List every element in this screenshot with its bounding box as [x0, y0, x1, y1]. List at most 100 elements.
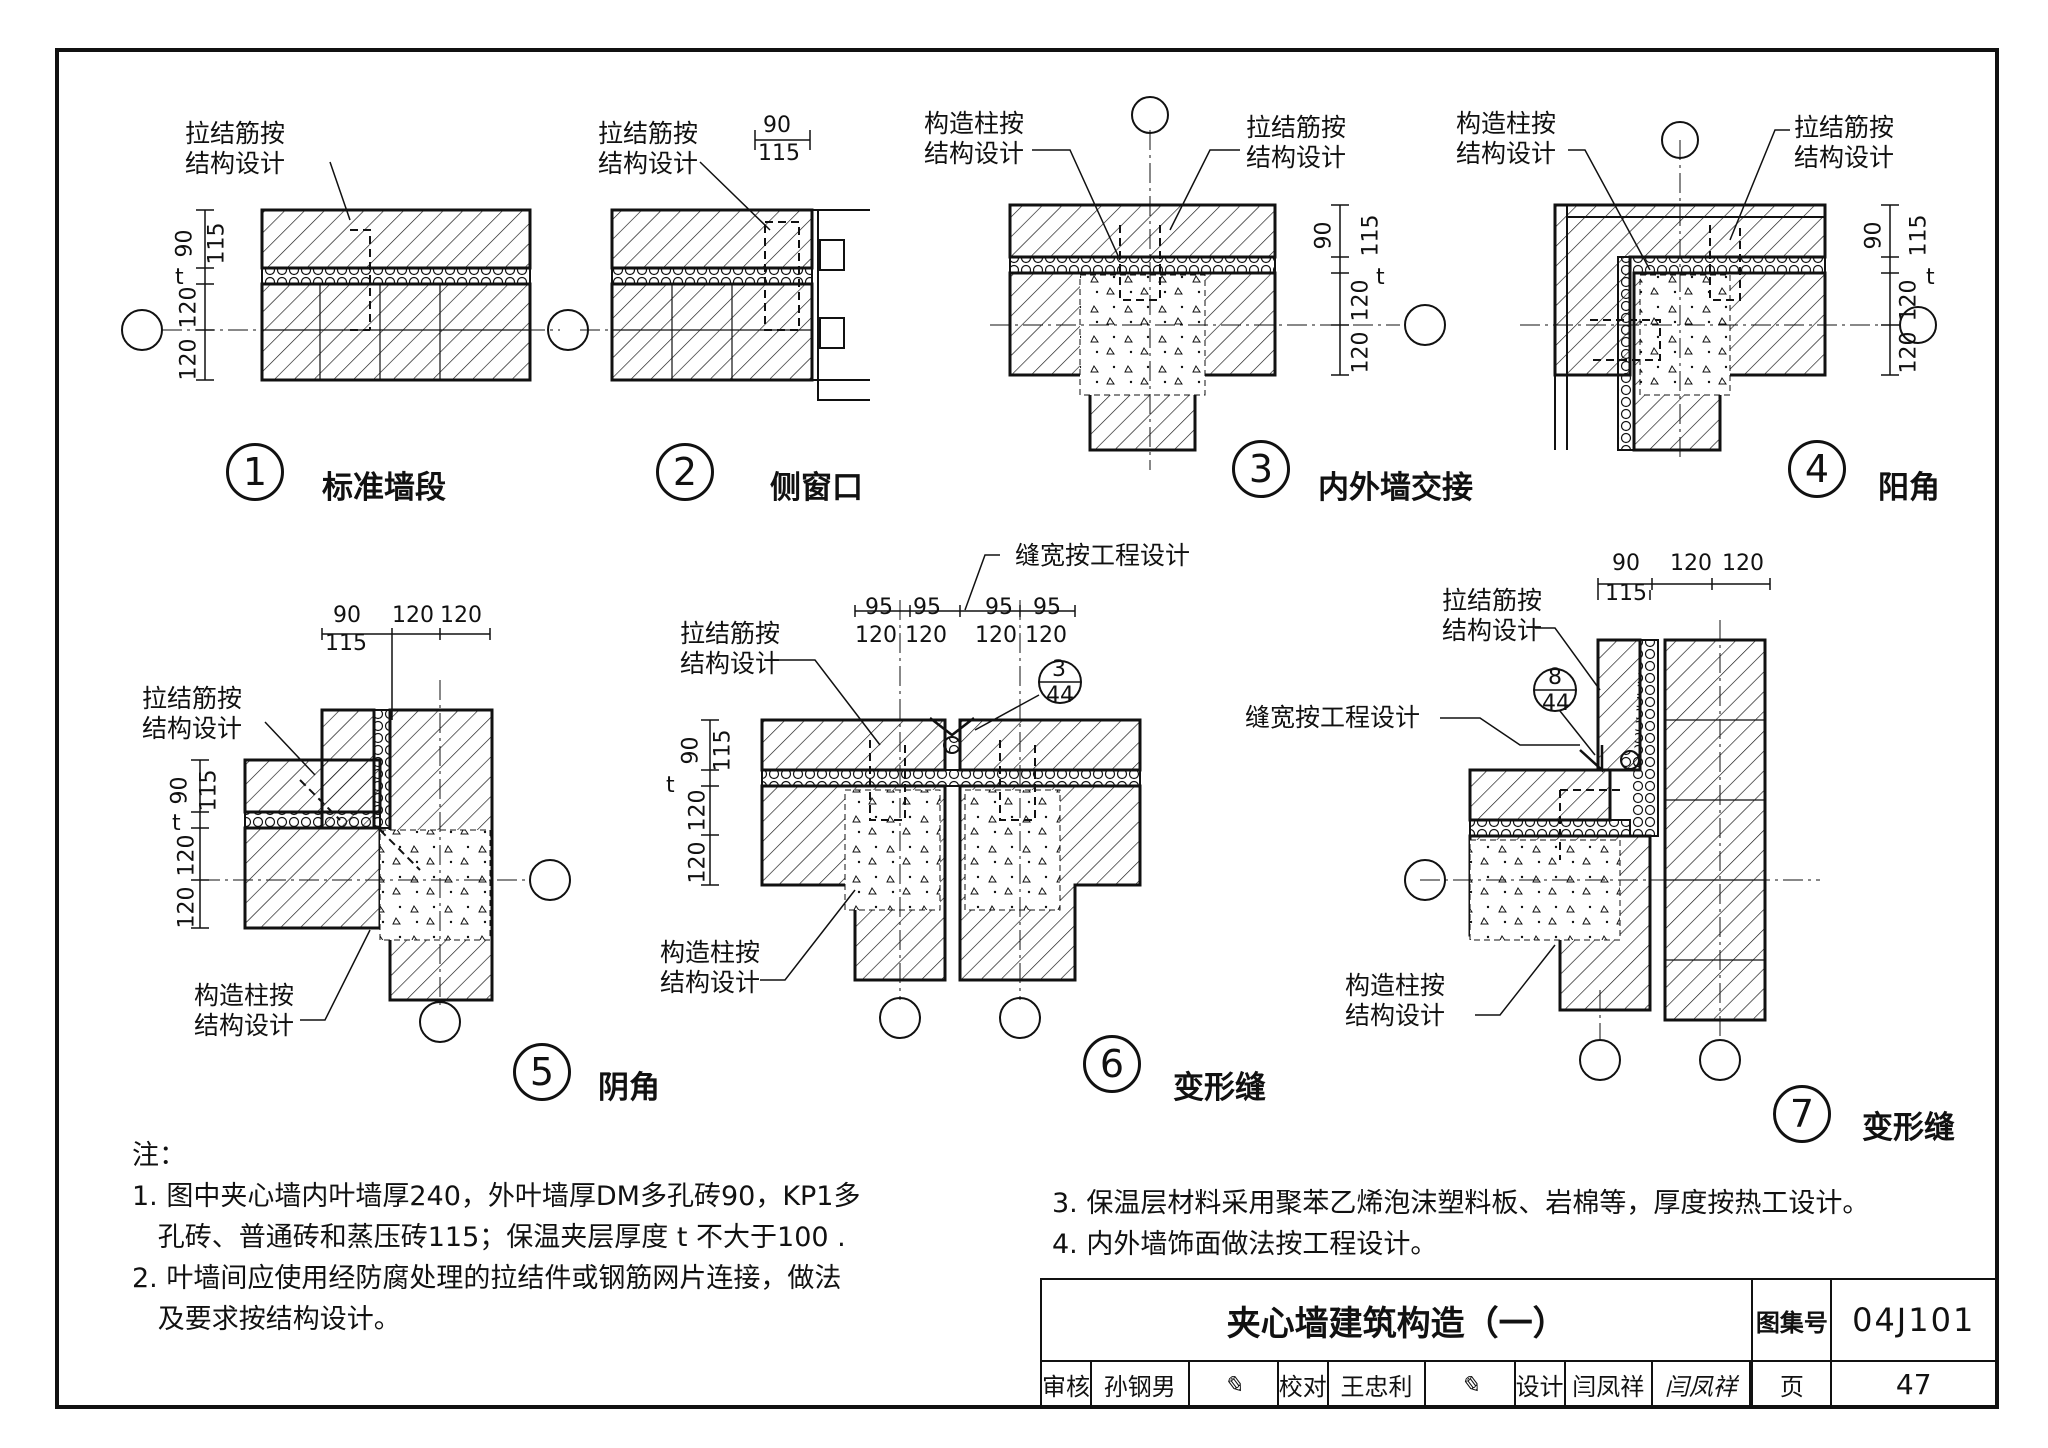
detail-6-title: 变形缝: [1173, 1070, 1266, 1106]
title-block: 夹心墙建筑构造（一） 图集号 04J101 审核 孙钢男 ✎ 校对 王忠利 ✎ …: [1039, 1278, 1997, 1409]
detail-3-title: 内外墙交接: [1318, 470, 1473, 506]
detail-6-dim-115: 115: [710, 729, 736, 772]
detail-2-number: 2: [656, 443, 714, 501]
detail-2-tie-label-line2: 结构设计: [598, 149, 699, 178]
design-label: 设计: [1513, 1360, 1566, 1409]
detail-6-tie-label-line1: 拉结筋按: [680, 619, 781, 648]
note-2b: 及要求按结构设计。: [132, 1304, 401, 1335]
detail-4-title: 阳角: [1878, 470, 1940, 506]
detail-3-tie-label-line1: 拉结筋按: [1246, 113, 1347, 142]
detail-6-dim-120a: 120: [855, 623, 897, 648]
detail-3-col-label-line1: 构造柱按: [924, 109, 1025, 138]
detail-7-number: 7: [1773, 1085, 1831, 1143]
detail-4-tie-label-line1: 拉结筋按: [1794, 113, 1895, 142]
detail-3-number: 3: [1232, 440, 1290, 498]
detail-7-col-label-line1: 构造柱按: [1345, 971, 1446, 1000]
detail-6-ref-top: 3: [1052, 657, 1066, 682]
detail-4-dim-115: 115: [1906, 214, 1932, 257]
page-number: 47: [1830, 1360, 1997, 1409]
page-label: 页: [1751, 1360, 1833, 1409]
detail-6-drawing: [701, 554, 1142, 1039]
axis-bubble: [1579, 1039, 1621, 1081]
detail-1-tie-label-line1: 拉结筋按: [185, 119, 286, 148]
detail-7-drawing: [1404, 578, 1820, 1081]
detail-7-gap-label: 缝宽按工程设计: [1245, 703, 1421, 732]
detail-5-dim-top-120b: 120: [440, 603, 482, 628]
detail-5-col-label-line2: 结构设计: [194, 1011, 295, 1040]
detail-4-dim-t: t: [1926, 265, 1935, 290]
axis-bubble: [999, 997, 1041, 1039]
detail-5-number: 5: [513, 1043, 571, 1101]
detail-7-title: 变形缝: [1862, 1110, 1955, 1146]
detail-3-drawing: [990, 96, 1446, 470]
design-signature: 闫凤祥: [1651, 1360, 1751, 1409]
check-signature: ✎: [1424, 1360, 1516, 1409]
detail-3-dim-t: t: [1376, 265, 1385, 290]
detail-6-gap-label: 缝宽按工程设计: [1015, 541, 1191, 570]
notes-right: 3. 保温层材料采用聚苯乙烯泡沫塑料板、岩棉等，厚度按热工设计。 4. 内外墙饰…: [1052, 1183, 1952, 1265]
sheet-border: [55, 48, 1999, 1409]
axis-bubble: [121, 309, 163, 351]
detail-6-col-label-line2: 结构设计: [660, 968, 761, 997]
detail-6-dim-95b: 95: [913, 595, 941, 620]
detail-4-dim-120a: 120: [1896, 279, 1922, 322]
drawing-title: 夹心墙建筑构造（一）: [1039, 1278, 1754, 1362]
review-label: 审核: [1040, 1360, 1092, 1409]
detail-5-dim-90: 90: [167, 776, 193, 805]
detail-6-number: 6: [1083, 1035, 1141, 1093]
detail-6-tie-label-line2: 结构设计: [680, 649, 781, 678]
detail-5-dim-top-120a: 120: [392, 603, 434, 628]
note-3: 3. 保温层材料采用聚苯乙烯泡沫塑料板、岩棉等，厚度按热工设计。: [1052, 1188, 1870, 1219]
detail-4-dim-120b: 120: [1896, 331, 1922, 374]
detail-5-col-label-line1: 构造柱按: [194, 981, 295, 1010]
axis-bubble: [529, 859, 571, 901]
detail-1-dim-90: 90: [172, 229, 198, 258]
detail-3-dim-90: 90: [1311, 221, 1337, 250]
detail-5-dim-t: t: [172, 811, 181, 836]
detail-6-dim-95d: 95: [1033, 595, 1061, 620]
detail-2-drawing: [547, 130, 870, 401]
detail-7-tie-label-line2: 结构设计: [1442, 616, 1543, 645]
detail-2-dim-90: 90: [763, 113, 791, 138]
detail-6-col-label-line1: 构造柱按: [660, 938, 761, 967]
detail-6-dim-120b: 120: [905, 623, 947, 648]
detail-3-dim-120b: 120: [1348, 331, 1374, 374]
detail-5-drawing: [191, 628, 571, 1043]
detail-3-tie-label-line2: 结构设计: [1246, 143, 1347, 172]
detail-4-drawing: [1520, 121, 1937, 460]
detail-1-drawing: [121, 161, 560, 382]
note-4: 4. 内外墙饰面做法按工程设计。: [1052, 1229, 1438, 1260]
detail-6-dim-t: t: [666, 773, 675, 798]
detail-3-dim-120a: 120: [1348, 279, 1374, 322]
detail-3-col-label-line2: 结构设计: [924, 139, 1025, 168]
detail-5-dim-top-90: 90: [333, 603, 361, 628]
review-name: 孙钢男: [1090, 1360, 1190, 1409]
detail-1-tie-label-line2: 结构设计: [185, 149, 286, 178]
axis-bubble: [1131, 96, 1169, 134]
detail-5-dim-115: 115: [196, 769, 222, 812]
detail-7-dim-115: 115: [1605, 581, 1647, 606]
detail-4-col-label-line2: 结构设计: [1456, 139, 1557, 168]
detail-6-ref-bottom: 44: [1046, 683, 1074, 708]
axis-bubble: [547, 309, 589, 351]
detail-1-dim-t: t: [175, 265, 184, 290]
detail-6-dim-120d: 120: [1025, 623, 1067, 648]
axis-bubble: [1699, 1039, 1741, 1081]
detail-7-ref-bottom: 44: [1542, 691, 1570, 716]
detail-2-title: 侧窗口: [770, 470, 863, 506]
detail-1-dim-115: 115: [204, 222, 230, 265]
design-name: 闫凤祥: [1563, 1360, 1654, 1409]
detail-3-dim-115: 115: [1358, 214, 1384, 257]
atlas-number: 04J101: [1830, 1278, 1997, 1362]
detail-7-ref-top: 8: [1548, 665, 1562, 690]
axis-bubble: [1899, 306, 1937, 344]
detail-5-dim-120a: 120: [174, 834, 200, 877]
axis-bubble: [879, 997, 921, 1039]
axis-bubble: [1661, 121, 1699, 159]
check-name: 王忠利: [1326, 1360, 1427, 1409]
notes-left: 注： 1. 图中夹心墙内叶墙厚240，外叶墙厚DM多孔砖90，KP1多 孔砖、普…: [132, 1135, 952, 1340]
detail-5-title: 阴角: [598, 1070, 660, 1106]
detail-6-dim-120c: 120: [975, 623, 1017, 648]
detail-6-dim-95c: 95: [985, 595, 1013, 620]
